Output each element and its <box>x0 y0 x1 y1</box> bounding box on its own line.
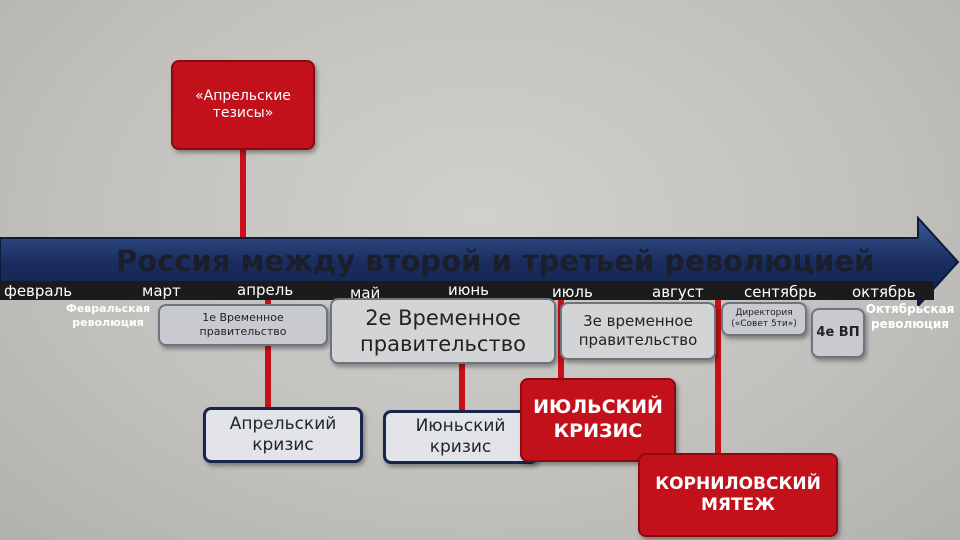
event-second-government: 2е Временное правительство <box>330 298 556 364</box>
event-third-government-label: 3е временное правительство <box>578 312 698 349</box>
event-june-crisis-label: Июньский кризис <box>415 415 506 457</box>
connector-april-crisis <box>265 300 271 410</box>
event-fourth-government-label: 4е ВП <box>816 324 860 340</box>
event-third-government: 3е временное правительство <box>560 302 716 360</box>
page-title: Россия между второй и третьей революцией <box>116 244 875 278</box>
month-march: март <box>142 282 181 300</box>
event-kornilov-revolt-label: КОРНИЛОВСКИЙ МЯТЕЖ <box>655 473 821 515</box>
event-february-revolution: Февральская революция <box>58 302 158 330</box>
month-september: сентябрь <box>744 283 817 301</box>
month-june: июнь <box>448 281 490 299</box>
month-may: май <box>350 284 381 302</box>
event-june-crisis: Июньский кризис <box>383 410 538 464</box>
event-kornilov-revolt: КОРНИЛОВСКИЙ МЯТЕЖ <box>638 453 838 537</box>
event-july-crisis: ИЮЛЬСКИЙ КРИЗИС <box>520 378 676 462</box>
event-first-government-label: 1е Временное правительство <box>199 311 287 338</box>
event-april-theses: «Апрельские тезисы» <box>171 60 315 150</box>
event-april-crisis: Апрельский кризис <box>203 407 363 463</box>
event-directory: Директория («Совет 5ти») <box>721 302 807 336</box>
month-august: август <box>652 283 704 301</box>
event-april-theses-label: «Апрельские тезисы» <box>195 87 291 122</box>
event-february-revolution-label: Февральская революция <box>65 302 151 329</box>
timeline-month-band <box>0 281 934 300</box>
month-october: октябрь <box>852 283 916 301</box>
month-february: февраль <box>4 282 73 300</box>
event-october-revolution-label: Октябрьская революция <box>865 302 955 331</box>
month-april: апрель <box>237 281 294 299</box>
connector-april-theses <box>240 150 246 290</box>
event-fourth-government: 4е ВП <box>811 308 865 358</box>
month-july: июль <box>552 283 593 301</box>
event-july-crisis-label: ИЮЛЬСКИЙ КРИЗИС <box>533 396 663 442</box>
event-directory-label: Директория («Совет 5ти») <box>731 307 797 329</box>
connector-kornilov <box>715 300 721 455</box>
event-october-revolution: Октябрьская революция <box>862 302 958 332</box>
event-first-government: 1е Временное правительство <box>158 304 328 346</box>
event-april-crisis-label: Апрельский кризис <box>229 413 337 455</box>
event-second-government-label: 2е Временное правительство <box>360 305 526 356</box>
